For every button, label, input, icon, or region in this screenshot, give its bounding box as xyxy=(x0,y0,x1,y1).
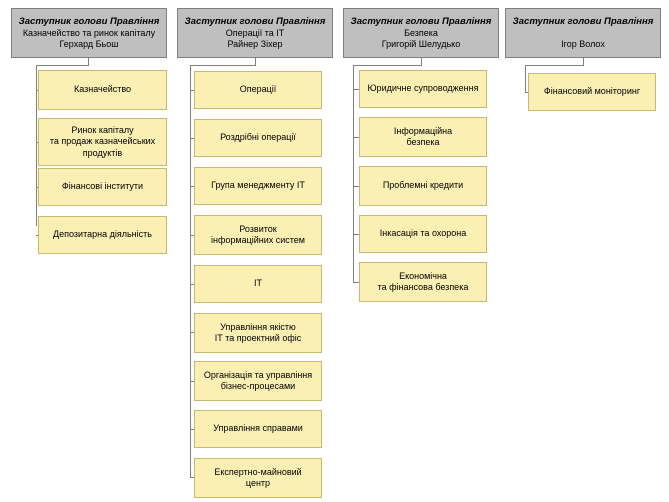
node-box[interactable]: Фінансовий моніторинг xyxy=(528,73,656,111)
node-box[interactable]: Депозитарна діяльність xyxy=(38,216,167,254)
node-box[interactable]: Управління якістю ІТ та проектний офіс xyxy=(194,313,322,353)
node-label: Економічна та фінансова безпека xyxy=(377,270,469,293)
connector-elbow-1 xyxy=(36,65,89,66)
node-box[interactable]: Інкасація та охорона xyxy=(359,215,487,253)
connector-stub-3-4 xyxy=(353,234,360,235)
connector-drop-1 xyxy=(88,58,89,66)
header-person: Григорій Шелудько xyxy=(381,39,461,49)
node-box[interactable]: Інформаційна безпека xyxy=(359,117,487,157)
node-label: Фінансовий моніторинг xyxy=(543,86,641,97)
node-box[interactable]: Операції xyxy=(194,71,322,109)
header-title: Заступник голови Правління xyxy=(512,16,654,27)
connector-elbow-4 xyxy=(525,65,584,66)
connector-elbow-3 xyxy=(353,65,422,66)
header-person: Герхард Бьош xyxy=(59,39,119,49)
node-label: Ринок капіталу та продаж казначейських п… xyxy=(49,124,156,158)
connector-trunk-4 xyxy=(525,65,526,93)
header-title: Заступник голови Правління xyxy=(18,16,160,27)
connector-stub-3-3 xyxy=(353,186,360,187)
connector-elbow-2 xyxy=(190,65,256,66)
node-label: Депозитарна діяльність xyxy=(53,229,152,240)
header-person: Райнер Зіхер xyxy=(227,39,283,49)
node-label: Роздрібні операції xyxy=(220,132,296,143)
connector-stub-1-4 xyxy=(36,235,39,236)
node-label: Управління якістю ІТ та проектний офіс xyxy=(214,321,302,344)
node-label: Фінансові інститути xyxy=(61,181,144,192)
node-label: Інформаційна безпека xyxy=(393,125,453,148)
header-box-1[interactable]: Заступник голови Правління Казначейство … xyxy=(11,8,167,58)
node-label: Проблемні кредити xyxy=(382,180,464,191)
connector-stub-1-2 xyxy=(36,142,39,143)
header-box-2[interactable]: Заступник голови Правління Операції та І… xyxy=(177,8,333,58)
connector-drop-2 xyxy=(255,58,256,66)
connector-trunk-1 xyxy=(36,65,37,226)
node-box[interactable]: ІТ xyxy=(194,265,322,303)
node-box[interactable]: Розвиток інформаційних систем xyxy=(194,215,322,255)
node-box[interactable]: Ринок капіталу та продаж казначейських п… xyxy=(38,118,167,166)
header-title: Заступник голови Правління xyxy=(184,16,326,27)
header-department: Казначейство та ринок капіталу xyxy=(22,28,156,38)
connector-trunk-3 xyxy=(353,65,354,282)
connector-drop-4 xyxy=(583,58,584,66)
node-box[interactable]: Проблемні кредити xyxy=(359,166,487,206)
node-box[interactable]: Експертно-майновий центр xyxy=(194,458,322,498)
node-label: ІТ xyxy=(254,278,262,289)
header-box-4[interactable]: Заступник голови Правління Ігор Волох xyxy=(505,8,661,58)
node-label: Казначейство xyxy=(73,84,132,95)
node-label: Розвиток інформаційних систем xyxy=(211,223,305,246)
connector-stub-3-5 xyxy=(353,282,360,283)
connector-trunk-2 xyxy=(190,65,191,477)
connector-stub-1-1 xyxy=(36,90,39,91)
connector-stub-2-9 xyxy=(190,477,195,478)
node-box[interactable]: Економічна та фінансова безпека xyxy=(359,262,487,302)
node-box[interactable]: Управління справами xyxy=(194,410,322,448)
node-box[interactable]: Фінансові інститути xyxy=(38,168,167,206)
header-person: Ігор Волох xyxy=(561,39,605,49)
header-box-3[interactable]: Заступник голови Правління Безпека Григо… xyxy=(343,8,499,58)
connector-drop-3 xyxy=(421,58,422,66)
node-label: Група менеджменту ІТ xyxy=(211,180,305,191)
node-box[interactable]: Казначейство xyxy=(38,70,167,110)
connector-stub-2-2 xyxy=(190,138,195,139)
connector-stub-1-3 xyxy=(36,187,39,188)
node-box[interactable]: Юридичне супроводження xyxy=(359,70,487,108)
node-box[interactable]: Організація та управління бізнес-процеса… xyxy=(194,361,322,401)
connector-stub-4-1 xyxy=(525,92,530,93)
connector-stub-3-1 xyxy=(353,89,360,90)
connector-stub-2-1 xyxy=(190,90,195,91)
connector-stub-2-8 xyxy=(190,429,195,430)
node-label: Операції xyxy=(239,84,277,95)
node-label: Організація та управління бізнес-процеса… xyxy=(203,369,313,392)
node-box[interactable]: Роздрібні операції xyxy=(194,119,322,157)
header-title: Заступник голови Правління xyxy=(350,16,492,27)
header-department: Безпека xyxy=(404,28,438,38)
node-label: Експертно-майновий центр xyxy=(214,466,302,489)
connector-stub-2-3 xyxy=(190,186,195,187)
connector-stub-2-5 xyxy=(190,284,195,285)
connector-stub-2-7 xyxy=(190,381,195,382)
connector-stub-2-4 xyxy=(190,235,195,236)
connector-stub-2-6 xyxy=(190,332,195,333)
header-department: Операції та ІТ xyxy=(225,28,285,38)
connector-stub-3-2 xyxy=(353,137,360,138)
node-label: Інкасація та охорона xyxy=(379,228,467,239)
node-label: Юридичне супроводження xyxy=(367,83,479,94)
node-box[interactable]: Група менеджменту ІТ xyxy=(194,167,322,205)
node-label: Управління справами xyxy=(213,423,303,434)
